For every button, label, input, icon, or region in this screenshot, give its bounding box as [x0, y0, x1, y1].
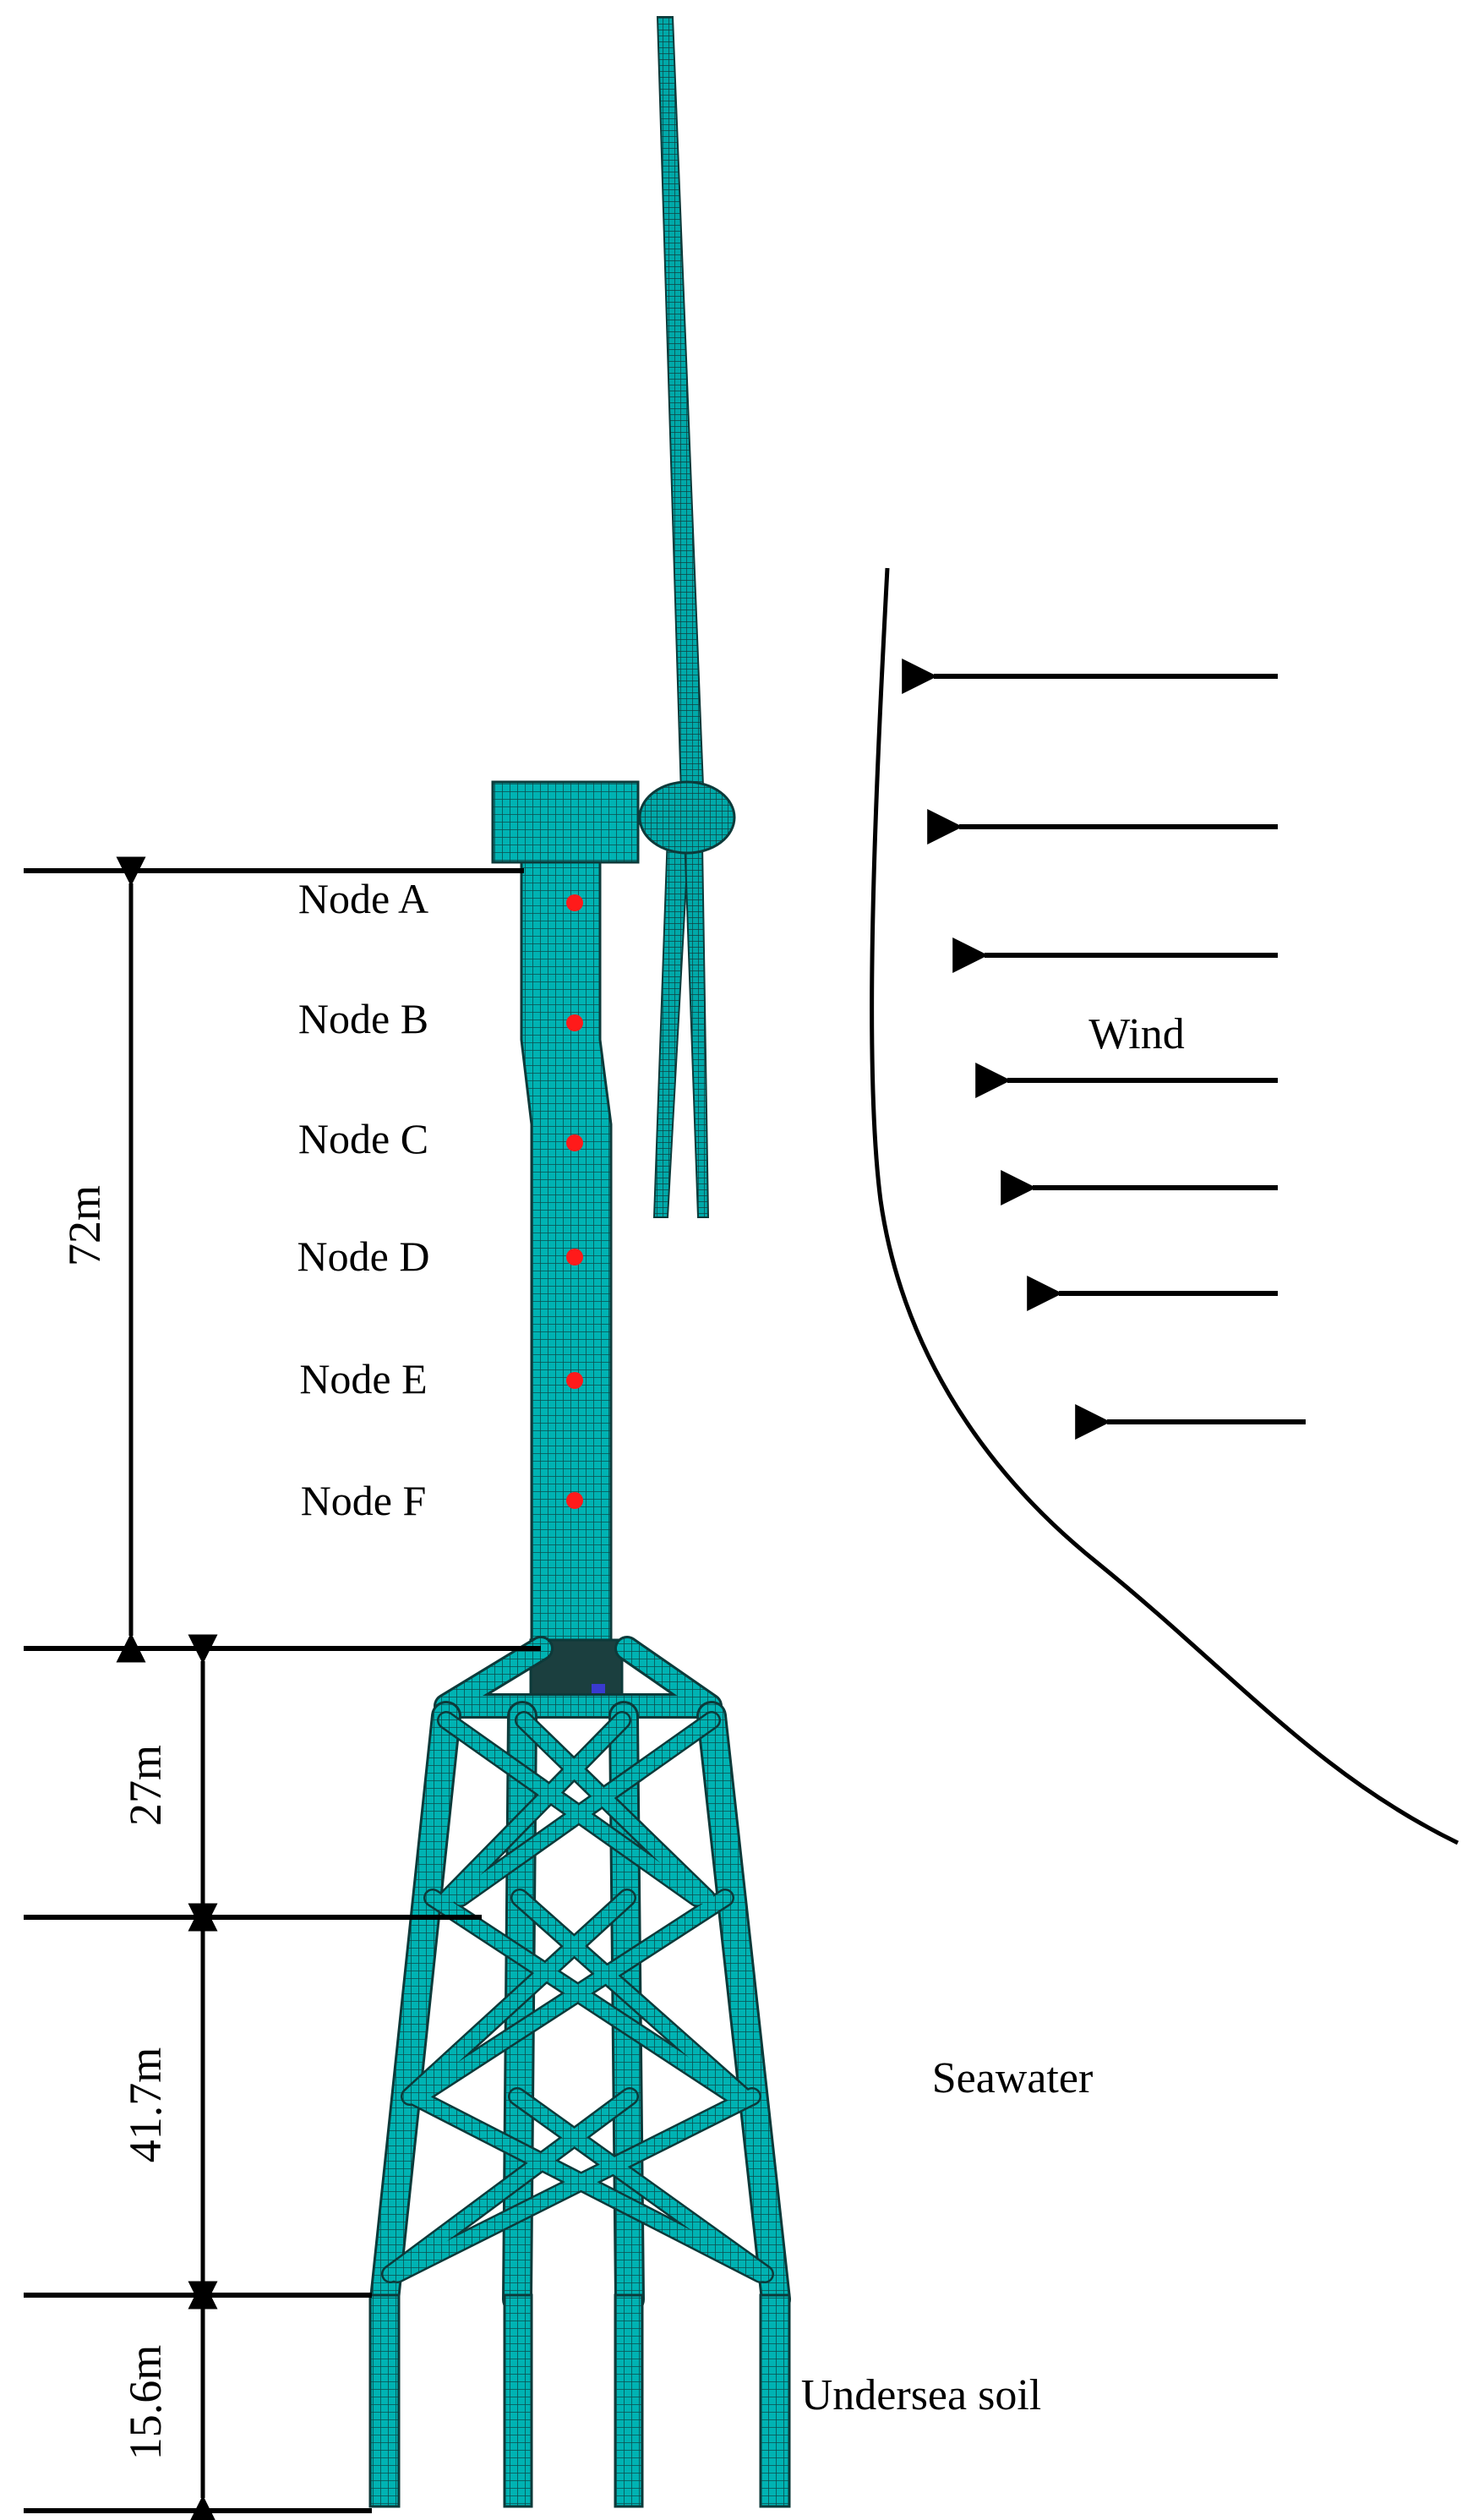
seawater-label: Seawater — [932, 2054, 1094, 2102]
pile-3 — [614, 2293, 644, 2508]
upper-jacket-dimension-label: 27m — [120, 1745, 171, 1826]
nacelle — [491, 780, 640, 864]
node-f-label: Node F — [301, 1477, 427, 1524]
node-markers — [566, 894, 583, 1509]
upper-blade — [656, 16, 705, 796]
node-d-marker — [566, 1249, 583, 1265]
jacket-structure — [369, 1636, 791, 2315]
node-f-marker — [566, 1492, 583, 1509]
dimension-arrows — [116, 856, 218, 2520]
undersea-soil-label: Undersea soil — [801, 2371, 1041, 2419]
node-c-marker — [566, 1134, 583, 1151]
node-c-label: Node C — [298, 1115, 428, 1162]
pile-1 — [368, 2293, 401, 2508]
node-a-label: Node A — [298, 875, 428, 922]
node-b-marker — [566, 1014, 583, 1031]
turbine-blades — [652, 16, 710, 1218]
tower-dimension-label: 72m — [59, 1185, 110, 1266]
node-e-label: Node E — [299, 1355, 427, 1402]
pile-dimension-label: 15.6m — [120, 2345, 171, 2461]
tower — [520, 861, 613, 1642]
pile-4 — [759, 2293, 791, 2508]
wind-arrows — [902, 659, 1306, 1440]
node-a-marker — [566, 894, 583, 911]
foundation-piles — [368, 2293, 791, 2508]
pile-2 — [503, 2293, 533, 2508]
node-labels: Node A Node B Node C Node D Node E Node … — [297, 875, 430, 1524]
node-d-label: Node D — [297, 1233, 430, 1280]
wind-label: Wind — [1088, 1010, 1184, 1058]
node-b-label: Node B — [298, 995, 428, 1042]
node-e-marker — [566, 1372, 583, 1389]
rotor-hub — [638, 780, 736, 855]
wind-profile-curve — [870, 567, 1459, 1845]
lower-jacket-dimension-label: 41.7m — [120, 2047, 171, 2163]
